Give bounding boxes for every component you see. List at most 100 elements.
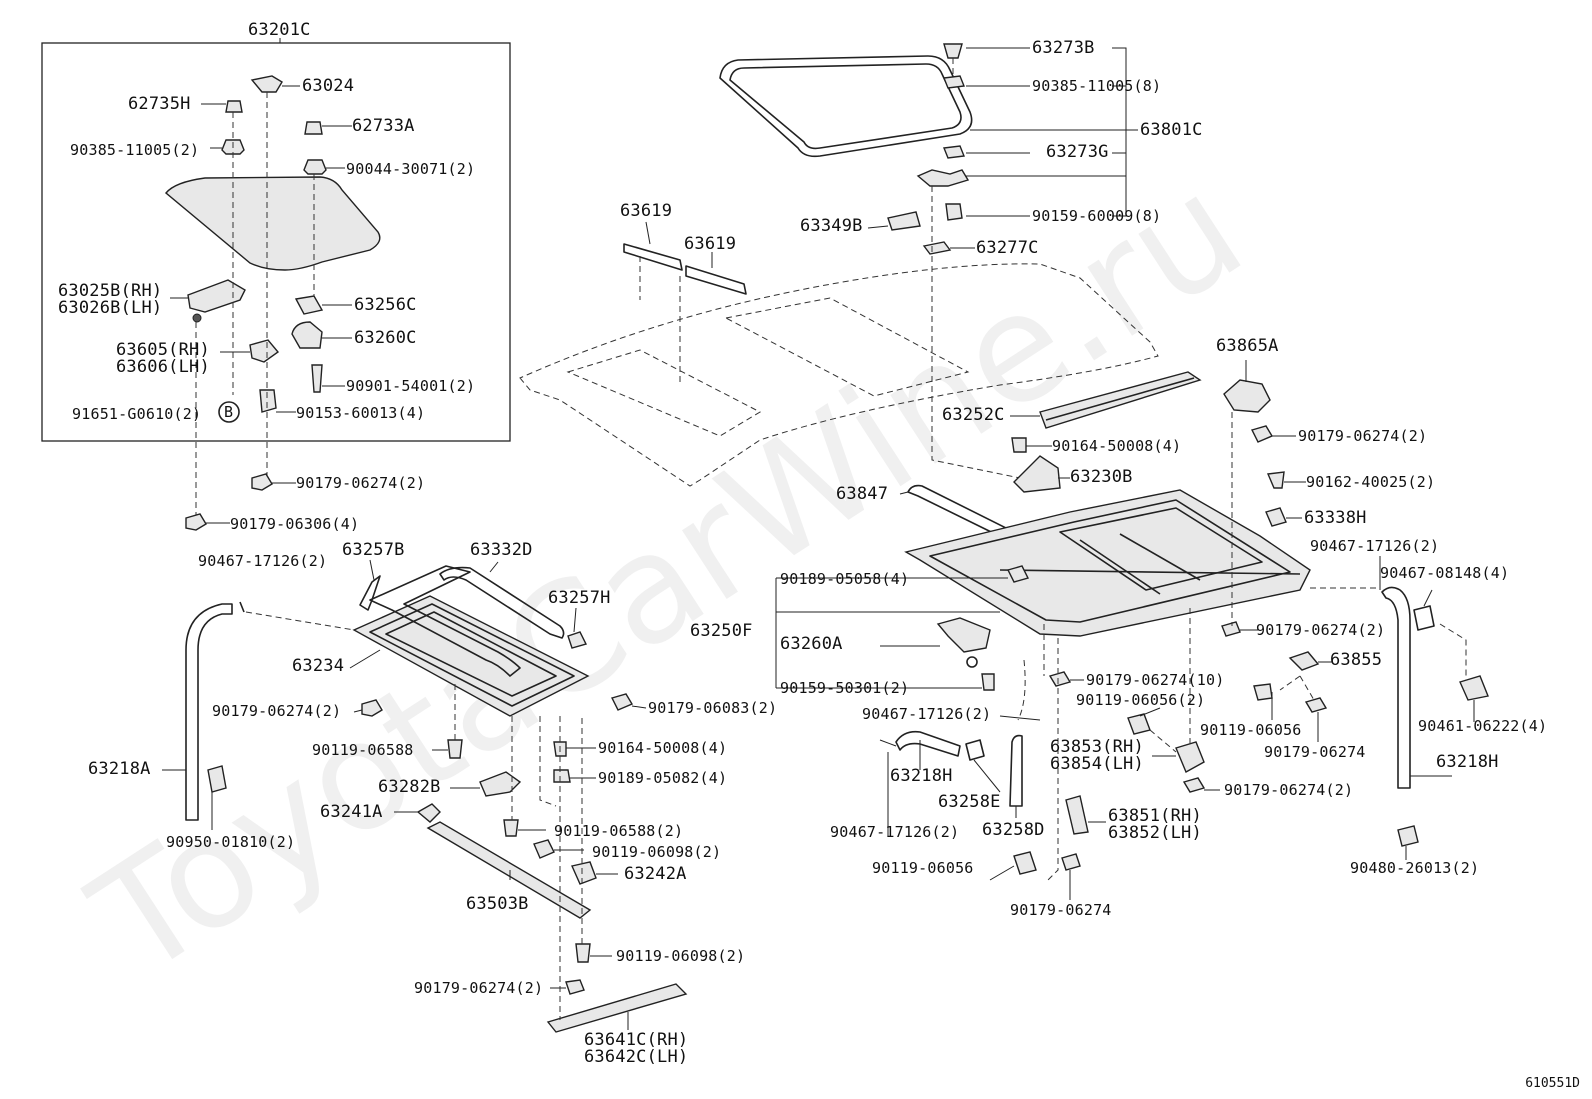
part-label: 90467-17126(2) bbox=[1310, 537, 1440, 555]
part-label: 63273G bbox=[1046, 142, 1109, 162]
glass-63801C bbox=[719, 55, 973, 158]
bracket-63241A bbox=[416, 803, 441, 823]
part-label: 63218H bbox=[890, 766, 953, 786]
sunshade-assembly-group bbox=[41, 38, 511, 518]
sunroof-glass-group bbox=[719, 43, 1138, 479]
part-label: 90159-50301(2) bbox=[780, 679, 910, 697]
sunroof-frame-right bbox=[775, 360, 1489, 900]
bracket-63865A bbox=[1223, 379, 1271, 413]
bolt-90119-06056-2 bbox=[1127, 713, 1151, 735]
clip-63024 bbox=[250, 75, 283, 93]
part-label: 63273B bbox=[1032, 38, 1095, 58]
part-label: 90480-26013(2) bbox=[1350, 859, 1480, 877]
stopper-63273B bbox=[943, 43, 963, 59]
part-label: 90189-05082(4) bbox=[598, 769, 728, 787]
part-label: 90467-17126(2) bbox=[862, 705, 992, 723]
part-label: 63277C bbox=[976, 238, 1039, 258]
part-label: 90179-06274(2) bbox=[414, 979, 544, 997]
seal-63257B bbox=[359, 575, 381, 611]
nut-90179-06274-d bbox=[1250, 425, 1274, 443]
part-label: 90164-50008(4) bbox=[1052, 437, 1182, 455]
bracket-63851 bbox=[1065, 795, 1089, 835]
part-label: 90467-17126(2) bbox=[830, 823, 960, 841]
callout-circle-b bbox=[218, 401, 240, 423]
part-label: 63641C(RH) bbox=[584, 1030, 689, 1050]
part-label: 63852(LH) bbox=[1108, 823, 1202, 843]
shoe-63256C bbox=[294, 295, 324, 315]
part-label: 90179-06274(2) bbox=[212, 702, 342, 720]
part-label: 63025B(RH) bbox=[58, 281, 163, 301]
frame-63234 bbox=[352, 595, 590, 717]
part-label: 90461-06222(4) bbox=[1418, 717, 1548, 735]
clip-62735H bbox=[225, 100, 243, 113]
part-label: 90467-17126(2) bbox=[198, 552, 328, 570]
bolt-90159-50301 bbox=[981, 673, 995, 691]
stopper-63260C bbox=[291, 321, 323, 349]
group-box bbox=[41, 42, 511, 442]
part-label: 63230B bbox=[1070, 467, 1133, 487]
part-label: 63847 bbox=[836, 484, 889, 504]
part-label: 63282B bbox=[378, 777, 441, 797]
pin-90901 bbox=[311, 364, 323, 393]
part-label: 90162-40025(2) bbox=[1306, 473, 1436, 491]
part-label: 63349B bbox=[800, 216, 863, 236]
part-label: 90950-01810(2) bbox=[166, 833, 296, 851]
guide-63025B bbox=[187, 279, 246, 313]
clip-90179-06274-10 bbox=[1048, 671, 1072, 687]
bolt-90119-06098 bbox=[533, 839, 555, 859]
part-label: 90179-06274(2) bbox=[296, 474, 426, 492]
bolt-90119-06588-b bbox=[503, 819, 519, 837]
part-label: 90179-06306(4) bbox=[230, 515, 360, 533]
clamp-90950 bbox=[207, 765, 227, 793]
part-label: 63642C(LH) bbox=[584, 1047, 689, 1067]
part-label: 63257H bbox=[548, 588, 611, 608]
part-label: 90179-06274(10) bbox=[1086, 671, 1225, 689]
callout-letter-b: B bbox=[224, 403, 234, 421]
housing-63250F bbox=[904, 489, 1311, 637]
bracket-63853 bbox=[1175, 741, 1205, 773]
pad-63349B bbox=[887, 211, 921, 231]
nut-90189 bbox=[553, 769, 571, 783]
pipe-63258D bbox=[1009, 734, 1023, 807]
part-label: 90119-06098(2) bbox=[616, 947, 746, 965]
part-label: 90901-54001(2) bbox=[346, 377, 476, 395]
bolt-90119-06588 bbox=[447, 739, 463, 759]
part-label: 63260C bbox=[354, 328, 417, 348]
rail-63641C bbox=[546, 983, 688, 1033]
part-label: 63024 bbox=[302, 76, 355, 96]
clip-90179-06274-e bbox=[1221, 621, 1241, 637]
part-label: 63258D bbox=[982, 820, 1045, 840]
part-label: 63218H bbox=[1436, 752, 1499, 772]
link-63855 bbox=[1288, 651, 1320, 671]
nut-90179-06274-a bbox=[251, 473, 273, 491]
part-label: 90179-06274 bbox=[1264, 743, 1366, 761]
part-label: 90385-11005(8) bbox=[1032, 77, 1162, 95]
part-label: 90119-06056(2) bbox=[1076, 691, 1206, 709]
nut-90044 bbox=[303, 159, 327, 175]
bolt-90164-b bbox=[1011, 437, 1027, 453]
screw-90153 bbox=[259, 389, 277, 413]
part-label: 63252C bbox=[942, 405, 1005, 425]
spacer-63273G bbox=[943, 145, 965, 159]
deflector-63252C bbox=[1039, 371, 1202, 429]
part-label: 90153-60013(4) bbox=[296, 404, 426, 422]
part-label: 63218A bbox=[88, 759, 151, 779]
bracket-63242A bbox=[571, 861, 597, 885]
part-label: 63851(RH) bbox=[1108, 806, 1202, 826]
nut-90179-06274-a2 bbox=[1304, 697, 1328, 713]
diagram-code: 610551D bbox=[1525, 1076, 1580, 1091]
part-label: 63241A bbox=[320, 802, 383, 822]
clip-90179-06274-b bbox=[361, 699, 383, 717]
part-label: 90119-06056 bbox=[1200, 721, 1302, 739]
nut-90385-8 bbox=[943, 75, 965, 89]
part-label: 90119-06588 bbox=[312, 741, 414, 759]
part-label: 62735H bbox=[128, 94, 191, 114]
screw-90162 bbox=[1266, 471, 1285, 489]
holder-63605 bbox=[249, 339, 280, 363]
bracket-63260A bbox=[936, 617, 991, 653]
part-label: 63801C bbox=[1140, 120, 1203, 140]
clip-90179-06083 bbox=[610, 693, 634, 711]
part-label: 90119-06588(2) bbox=[554, 822, 684, 840]
nut-90179-06274-b2 bbox=[1061, 853, 1081, 871]
